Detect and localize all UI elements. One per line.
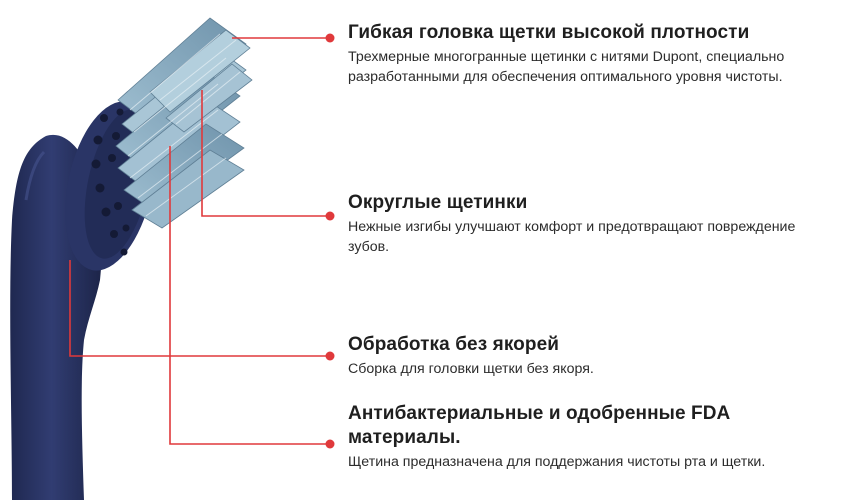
feature-antibacterial: Антибактериальные и одобренные FDA матер…	[348, 402, 838, 472]
callout-dot-3	[325, 351, 335, 361]
callout-dot-1	[325, 33, 335, 43]
callout-dot-4	[325, 439, 335, 449]
anchor-holes	[91, 108, 130, 256]
callout-line-2	[201, 90, 330, 217]
callout-line-3	[69, 260, 330, 357]
callout-line-4	[169, 146, 330, 445]
feature-description: Щетина предназначена для поддержания чис…	[348, 454, 766, 470]
feature-rounded-bristles: Округлые щетинки Нежные изгибы улучшают …	[348, 191, 838, 257]
feature-description: Трехмерные многогранные щетинки с нитями…	[348, 49, 785, 85]
feature-dense-head: Гибкая головка щетки высокой плотности Т…	[348, 21, 838, 87]
feature-title: Округлые щетинки	[348, 192, 528, 213]
feature-description: Нежные изгибы улучшают комфорт и предотв…	[348, 219, 796, 255]
feature-title: Гибкая головка щетки высокой плотности	[348, 22, 750, 43]
bristle-tufts	[115, 17, 253, 229]
feature-title: Обработка без якорей	[348, 334, 560, 355]
feature-description: Сборка для головки щетки без якоря.	[348, 361, 594, 377]
feature-title: Антибактериальные и одобренные FDA матер…	[348, 403, 730, 448]
callout-dot-2	[325, 211, 335, 221]
feature-anchor-free: Обработка без якорей Сборка для головки …	[348, 333, 838, 379]
